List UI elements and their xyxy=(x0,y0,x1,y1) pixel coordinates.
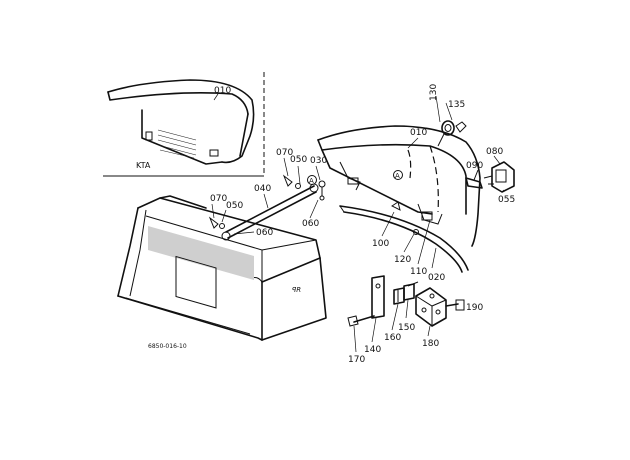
bracket-180 xyxy=(415,287,447,327)
drawing-code: 6850-016-10 xyxy=(148,343,187,350)
ref-mark-a-rod xyxy=(307,175,317,185)
base-housing: ꟼR xyxy=(117,195,327,341)
support-rod xyxy=(339,205,469,273)
callout-150: 150 xyxy=(398,323,415,333)
leader-010-inset xyxy=(213,93,219,101)
leader-080 xyxy=(493,155,501,165)
callout-060-left: 060 xyxy=(256,228,273,238)
leader-135 xyxy=(445,102,453,121)
leader-070-lower xyxy=(211,203,215,219)
inset-hood-cover xyxy=(107,79,255,165)
callout-070-lower: 070 xyxy=(210,194,227,204)
callout-080: 080 xyxy=(486,147,503,157)
clip-150 xyxy=(403,281,419,301)
leader-150 xyxy=(405,299,409,319)
callout-020: 020 xyxy=(428,273,445,283)
callout-060-right: 060 xyxy=(302,219,319,229)
ref-label-a-rod: A xyxy=(309,177,314,185)
leader-040 xyxy=(263,193,269,209)
leader-100 xyxy=(381,211,395,237)
leader-110 xyxy=(417,219,431,265)
leader-070-upper xyxy=(283,157,289,177)
leader-160 xyxy=(391,303,399,331)
leader-055 xyxy=(501,189,505,193)
leader-170 xyxy=(353,325,357,353)
bolt-190 xyxy=(445,299,465,311)
callout-030: 030 xyxy=(310,156,327,166)
callout-110: 110 xyxy=(410,267,427,277)
callout-170: 170 xyxy=(348,355,365,365)
callout-055: 055 xyxy=(498,195,515,205)
washer-120 xyxy=(413,229,419,235)
pin-lower xyxy=(208,216,225,229)
leader-030 xyxy=(315,165,321,181)
callout-140: 140 xyxy=(364,345,381,355)
latch-knob xyxy=(437,120,467,147)
callout-050-upper: 050 xyxy=(290,155,307,165)
callout-180: 180 xyxy=(422,339,439,349)
plate-140 xyxy=(371,275,385,319)
leader-180 xyxy=(427,325,431,337)
callout-120: 120 xyxy=(394,255,411,265)
leader-060-left xyxy=(233,231,255,235)
ref-mark-a-hood xyxy=(393,170,403,180)
leader-060-right xyxy=(309,199,319,219)
callout-040: 040 xyxy=(254,184,271,194)
callout-130: 130 xyxy=(429,84,439,101)
hinge-strap xyxy=(465,169,483,189)
callout-090: 090 xyxy=(466,161,483,171)
pin-upper xyxy=(282,174,301,189)
leader-050-upper xyxy=(297,165,301,185)
callout-190: 190 xyxy=(466,303,483,313)
leader-020 xyxy=(431,247,437,269)
callout-010-inset: 010 xyxy=(214,86,231,96)
leader-120 xyxy=(403,233,415,253)
spacer-160 xyxy=(393,287,405,305)
callout-050-lower: 050 xyxy=(226,201,243,211)
catch-bracket xyxy=(483,161,515,193)
callout-070-upper: 070 xyxy=(276,148,293,158)
callout-135: 135 xyxy=(448,100,465,110)
pin-030 xyxy=(318,180,326,201)
leader-130 xyxy=(435,95,441,123)
leader-140 xyxy=(371,317,377,343)
inset-frame xyxy=(103,72,265,177)
callout-100: 100 xyxy=(372,239,389,249)
leader-010-main xyxy=(407,137,419,149)
callout-160: 160 xyxy=(384,333,401,343)
inset-label: KTA xyxy=(136,161,151,170)
ref-label-a-hood: A xyxy=(395,172,400,180)
main-hood-cover xyxy=(317,125,481,247)
bolt-170 xyxy=(347,315,375,327)
callout-010-main: 010 xyxy=(410,128,427,138)
brand-logo: ꟼR xyxy=(292,286,301,294)
